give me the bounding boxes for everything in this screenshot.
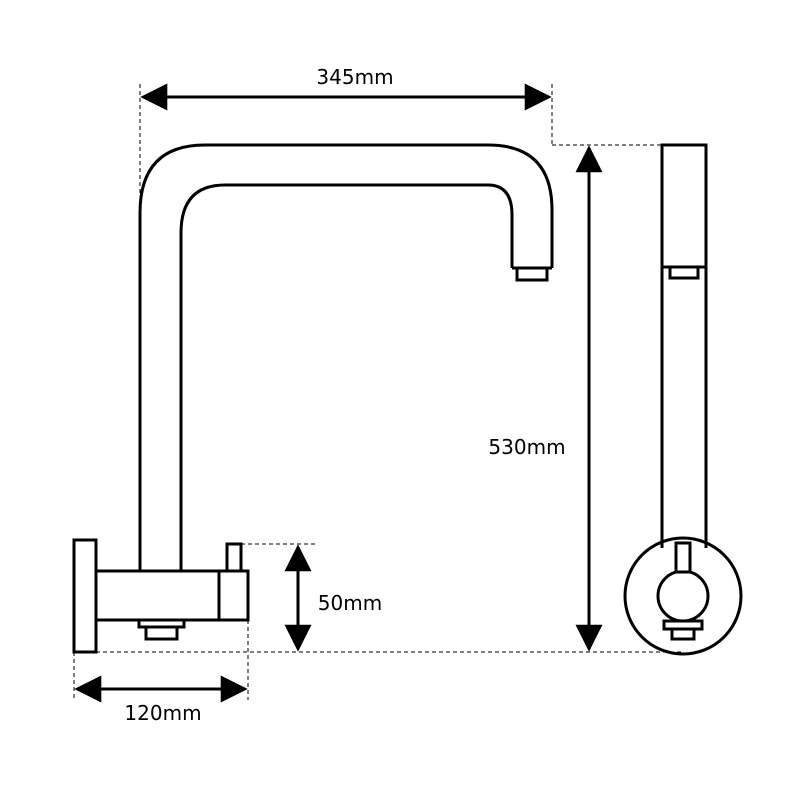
wall-flange: [72, 538, 98, 654]
spout-outer: [138, 143, 554, 571]
bottom-nozzle-tip: [144, 625, 179, 641]
dim-label-height-total: 530mm: [488, 435, 565, 459]
dim-label-base-height: 50mm: [318, 591, 382, 615]
dimension-arrows: [74, 83, 603, 703]
side-view: [623, 143, 743, 656]
spout-inner: [179, 183, 514, 571]
handle-lever: [225, 542, 243, 573]
front-view: [72, 143, 554, 654]
side-handle: [674, 541, 692, 574]
side-spout-head: [660, 143, 708, 269]
dim-label-width-top: 345mm: [316, 65, 393, 89]
side-body-circle: [656, 569, 710, 623]
extension-lines: [73, 84, 683, 700]
side-aerator: [668, 265, 700, 280]
side-flange-circle: [623, 536, 743, 656]
side-bottom-nozzle-tip: [670, 627, 696, 641]
faucet-body: [94, 569, 250, 622]
aerator: [515, 266, 549, 282]
dim-label-base-width: 120mm: [124, 701, 201, 725]
